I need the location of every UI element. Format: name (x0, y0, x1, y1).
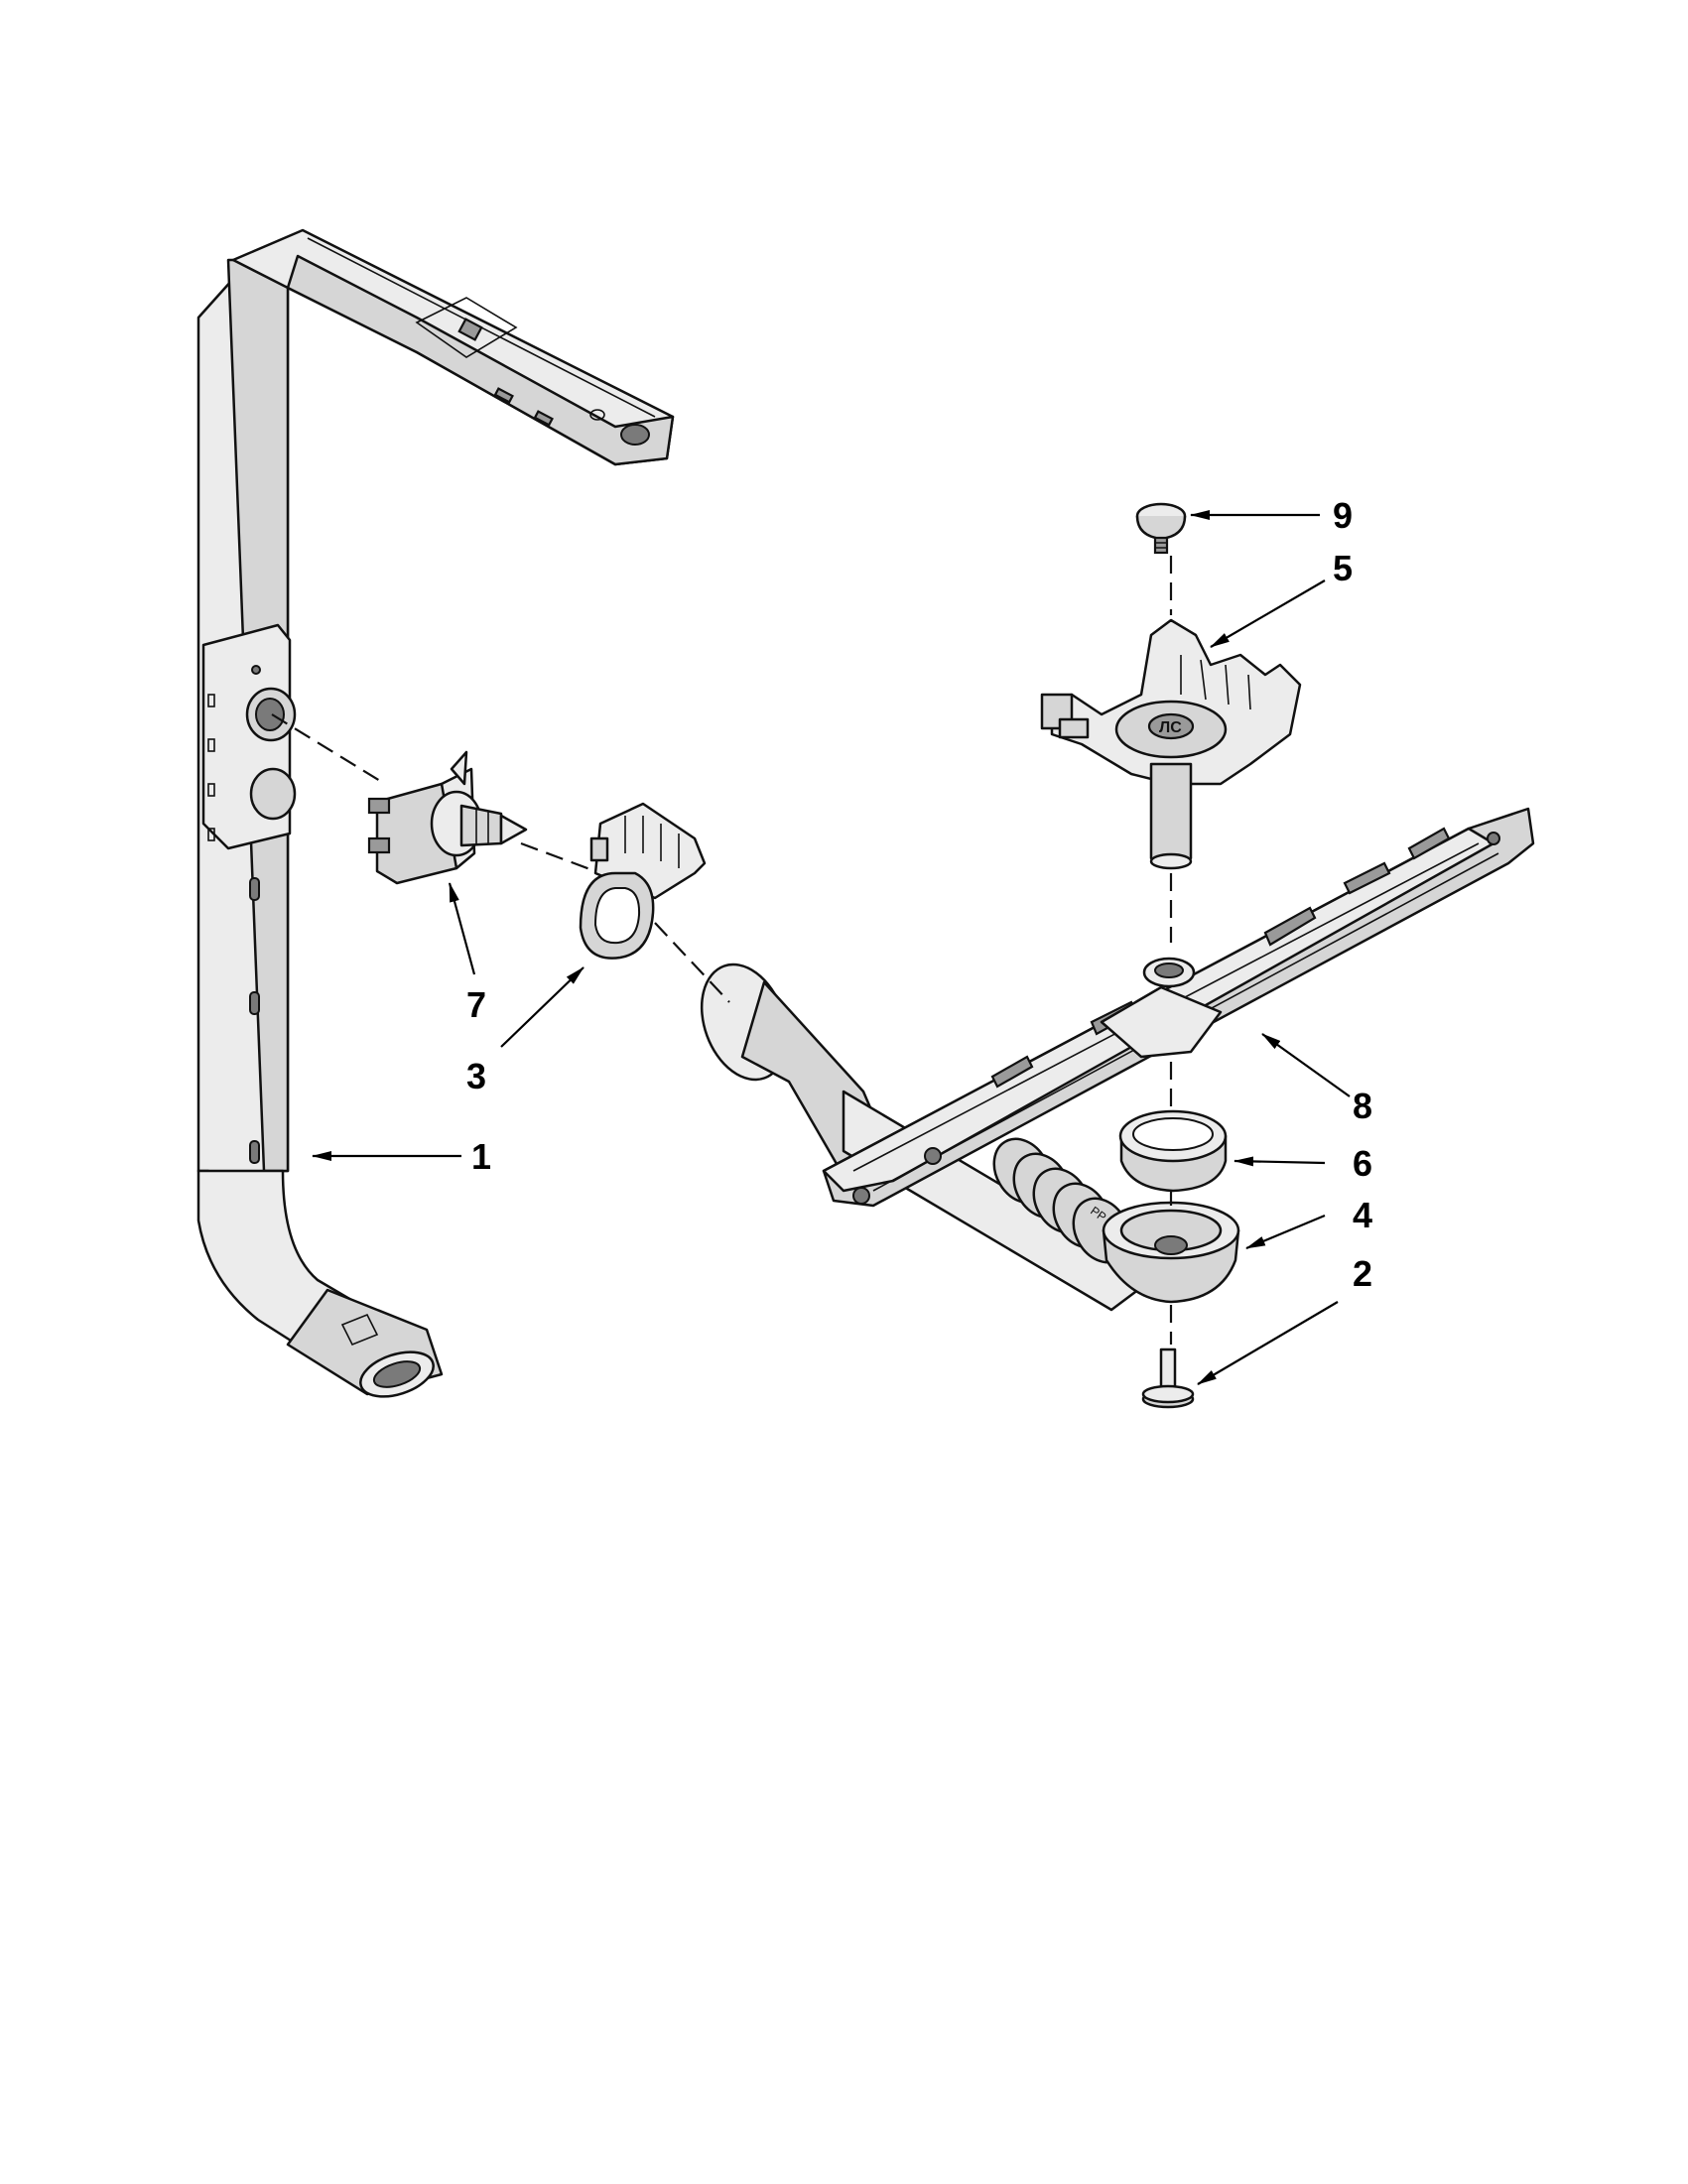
callout-6: 6 (1353, 1143, 1372, 1184)
callout-4: 4 (1353, 1195, 1372, 1235)
callout-3: 3 (466, 1056, 486, 1096)
leader-2 (1197, 1301, 1339, 1385)
leader-7 (448, 882, 476, 975)
part-3-clamp (579, 802, 707, 960)
leader-6 (1234, 1156, 1326, 1167)
part-8-lower-spray-arm: PP (700, 807, 1535, 1312)
part-5-hub-clip: ЛС (1040, 618, 1302, 870)
part-7-connector (367, 750, 528, 885)
callout-labels: 9 5 7 3 8 1 6 4 2 (466, 495, 1372, 1294)
callout-leaders (312, 510, 1351, 1385)
callout-1: 1 (471, 1136, 491, 1177)
callout-5: 5 (1333, 548, 1353, 588)
callout-2: 2 (1353, 1253, 1372, 1294)
part-1-supply-tube (196, 228, 675, 1398)
callout-8: 8 (1353, 1086, 1372, 1126)
leader-5 (1210, 579, 1326, 648)
leader-8 (1261, 1033, 1351, 1097)
leader-4 (1245, 1214, 1326, 1250)
hub-mark: ЛС (1159, 719, 1182, 736)
callout-9: 9 (1333, 495, 1353, 536)
leader-3 (500, 966, 584, 1048)
corrugated-hose: PP (992, 1137, 1131, 1264)
assembly-centerlines (271, 556, 1173, 1345)
part-2-bolt (1141, 1348, 1195, 1409)
callout-7: 7 (466, 984, 486, 1025)
part-4-bearing (1102, 1201, 1240, 1304)
part-6-ring (1118, 1109, 1228, 1193)
part-9-screw (1135, 502, 1187, 555)
